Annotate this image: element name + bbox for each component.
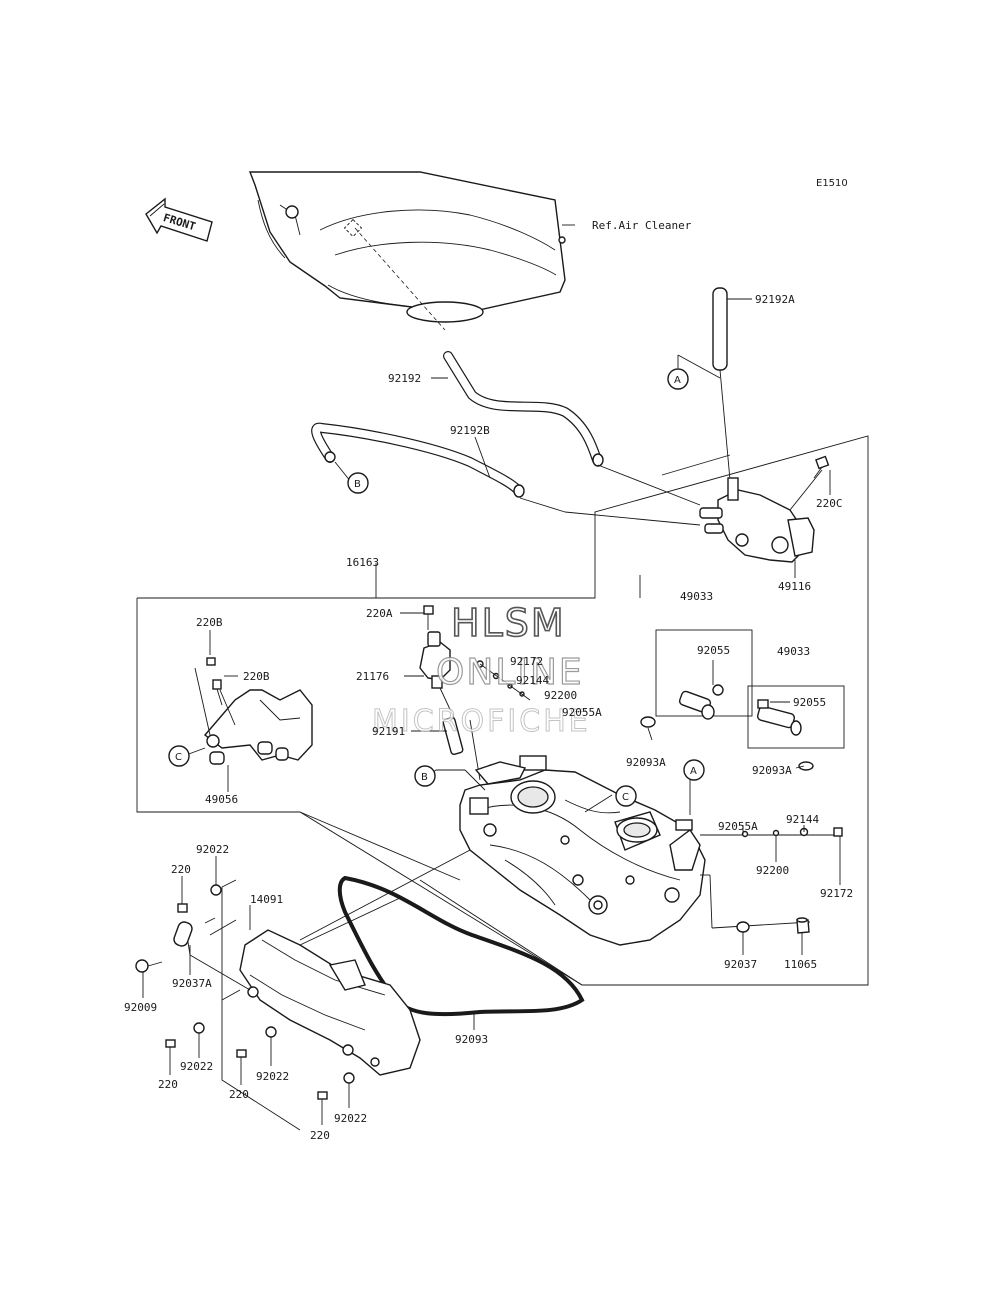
injector-49033-right bbox=[757, 699, 814, 771]
label-92172-a: 92172 bbox=[510, 655, 543, 668]
gasket-92191-base bbox=[474, 761, 527, 785]
callout-b-bottom: B bbox=[414, 765, 436, 787]
label-92055-b: 92055 bbox=[793, 696, 826, 709]
watermark-line1: HLSM bbox=[451, 601, 566, 645]
nut-92037 bbox=[736, 921, 750, 933]
cover-bolt-frame bbox=[209, 879, 301, 1131]
label-220-mid: 220 bbox=[229, 1088, 249, 1101]
watermark-line3: MICROFICHE bbox=[372, 704, 591, 739]
diagram-code: E1510 bbox=[816, 178, 848, 189]
screw-220-top bbox=[177, 903, 188, 913]
label-220C: 220C bbox=[816, 497, 843, 510]
label-92200-a: 92200 bbox=[544, 689, 577, 702]
cap-11065 bbox=[796, 917, 810, 934]
ref-air-cleaner-label: Ref.Air Cleaner bbox=[592, 219, 692, 232]
hose-92192B bbox=[311, 422, 525, 498]
svg-text:B: B bbox=[354, 479, 361, 490]
label-21176: 21176 bbox=[356, 670, 389, 683]
label-49033-b: 49033 bbox=[777, 645, 810, 658]
label-92022-left: 92022 bbox=[180, 1060, 213, 1073]
watermark-line2: ONLINE bbox=[436, 652, 584, 693]
label-92093A-b: 92093A bbox=[752, 764, 792, 777]
front-direction-arrow: FRONT bbox=[145, 197, 213, 242]
label-49033-a: 49033 bbox=[680, 590, 713, 603]
svg-text:C: C bbox=[622, 792, 629, 803]
label-92055-a: 92055 bbox=[697, 644, 730, 657]
washer-stack-92172 bbox=[476, 660, 531, 701]
label-92172-b: 92172 bbox=[820, 887, 853, 900]
label-leaders bbox=[142, 298, 841, 1125]
gasket-92093 bbox=[337, 875, 585, 1017]
callout-a-top: A bbox=[667, 368, 689, 390]
label-92009: 92009 bbox=[124, 1001, 157, 1014]
bracket-49056 bbox=[194, 667, 313, 765]
label-16163: 16163 bbox=[346, 556, 379, 569]
bolt-92009 bbox=[135, 959, 163, 973]
injector-49033-left bbox=[640, 684, 724, 728]
label-220-left: 220 bbox=[158, 1078, 178, 1091]
label-220-top: 220 bbox=[171, 863, 191, 876]
callout-b-top: B bbox=[347, 472, 369, 494]
label-92192: 92192 bbox=[388, 372, 421, 385]
leader-lines bbox=[519, 454, 731, 526]
svg-text:A: A bbox=[674, 375, 681, 386]
label-220-bottom: 220 bbox=[310, 1129, 330, 1142]
label-92022-top: 92022 bbox=[196, 843, 229, 856]
label-92022-mid: 92022 bbox=[256, 1070, 289, 1083]
label-92055A-b: 92055A bbox=[718, 820, 758, 833]
label-92037: 92037 bbox=[724, 958, 757, 971]
label-92022-bottom: 92022 bbox=[334, 1112, 367, 1125]
screw-220A bbox=[423, 605, 434, 630]
label-92093: 92093 bbox=[455, 1033, 488, 1046]
washer-92022-top bbox=[210, 884, 222, 896]
labels: E1510 Ref.Air Cleaner 92192A 92192 92192… bbox=[124, 178, 853, 1142]
solenoid-valve-49116 bbox=[699, 469, 823, 563]
throttle-body bbox=[459, 755, 706, 946]
callout-c-left: C bbox=[168, 745, 190, 767]
cover-14091 bbox=[239, 897, 421, 1076]
label-220B-mid: 220B bbox=[243, 670, 270, 683]
label-92200-b: 92200 bbox=[756, 864, 789, 877]
bolt-92037A bbox=[173, 917, 251, 991]
hose-92192A bbox=[712, 287, 731, 481]
label-92055A-a: 92055A bbox=[562, 706, 602, 719]
callout-c-right: C bbox=[615, 785, 637, 807]
label-92192B: 92192B bbox=[450, 424, 490, 437]
throttle-leaders bbox=[299, 719, 842, 986]
label-14091: 14091 bbox=[250, 893, 283, 906]
hose-92192 bbox=[443, 351, 604, 467]
label-92192A: 92192A bbox=[755, 293, 795, 306]
tube-92191 bbox=[442, 717, 464, 755]
washer-92022-bottom bbox=[317, 1072, 355, 1100]
svg-text:B: B bbox=[421, 772, 428, 783]
washer-92022-mid bbox=[236, 1026, 277, 1058]
label-220B-top: 220B bbox=[196, 616, 223, 629]
label-49056: 49056 bbox=[205, 793, 238, 806]
label-92037A: 92037A bbox=[172, 977, 212, 990]
label-92191: 92191 bbox=[372, 725, 405, 738]
label-220A: 220A bbox=[366, 607, 393, 620]
svg-text:C: C bbox=[175, 752, 182, 763]
label-92093A-a: 92093A bbox=[626, 756, 666, 769]
air-cleaner-ref bbox=[248, 171, 575, 331]
svg-text:A: A bbox=[690, 766, 697, 777]
label-11065: 11065 bbox=[784, 958, 817, 971]
label-49116: 49116 bbox=[778, 580, 811, 593]
label-92144-a: 92144 bbox=[516, 674, 549, 687]
watermark: HLSM ONLINE MICROFICHE bbox=[372, 600, 591, 739]
screws-220B bbox=[206, 657, 223, 706]
screw-220C bbox=[813, 455, 830, 479]
washer-92022-left bbox=[165, 1022, 205, 1048]
sensor-21176 bbox=[419, 631, 456, 721]
callout-a-bottom: A bbox=[683, 759, 705, 781]
label-92144-b: 92144 bbox=[786, 813, 819, 826]
